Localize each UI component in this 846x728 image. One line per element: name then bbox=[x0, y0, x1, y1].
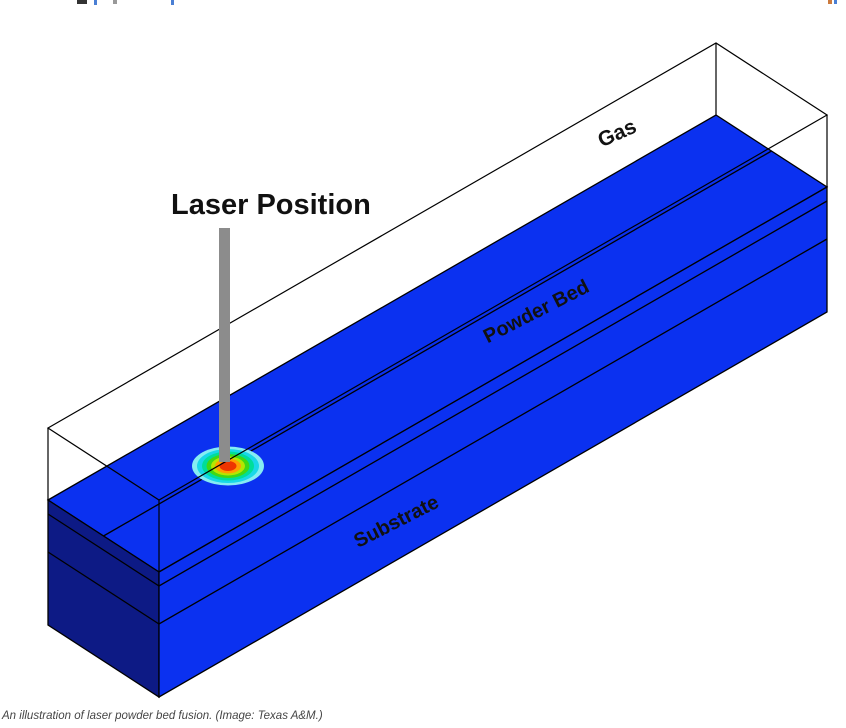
clipped-glyph bbox=[77, 0, 87, 4]
substrate-top-edge bbox=[47, 238, 828, 625]
clipped-glyph bbox=[834, 0, 837, 4]
melt-pool-ring bbox=[219, 461, 237, 471]
substrate-front-face bbox=[158, 185, 828, 699]
clipped-glyph bbox=[171, 0, 174, 5]
gas-label: Gas bbox=[594, 115, 640, 152]
top-clipped-content bbox=[77, 0, 837, 5]
clipped-glyph bbox=[113, 0, 117, 4]
gas-chamber-wireframe bbox=[46, 42, 829, 572]
clipped-glyph bbox=[828, 0, 832, 4]
laser-beam bbox=[219, 228, 230, 462]
laser-position-label: Laser Position bbox=[171, 189, 371, 221]
clipped-glyph bbox=[94, 0, 97, 5]
melt-pool-heat-rings bbox=[192, 446, 264, 486]
powder-bed-bottom-edge bbox=[47, 200, 828, 587]
figure-caption: An illustration of laser powder bed fusi… bbox=[1, 710, 323, 722]
